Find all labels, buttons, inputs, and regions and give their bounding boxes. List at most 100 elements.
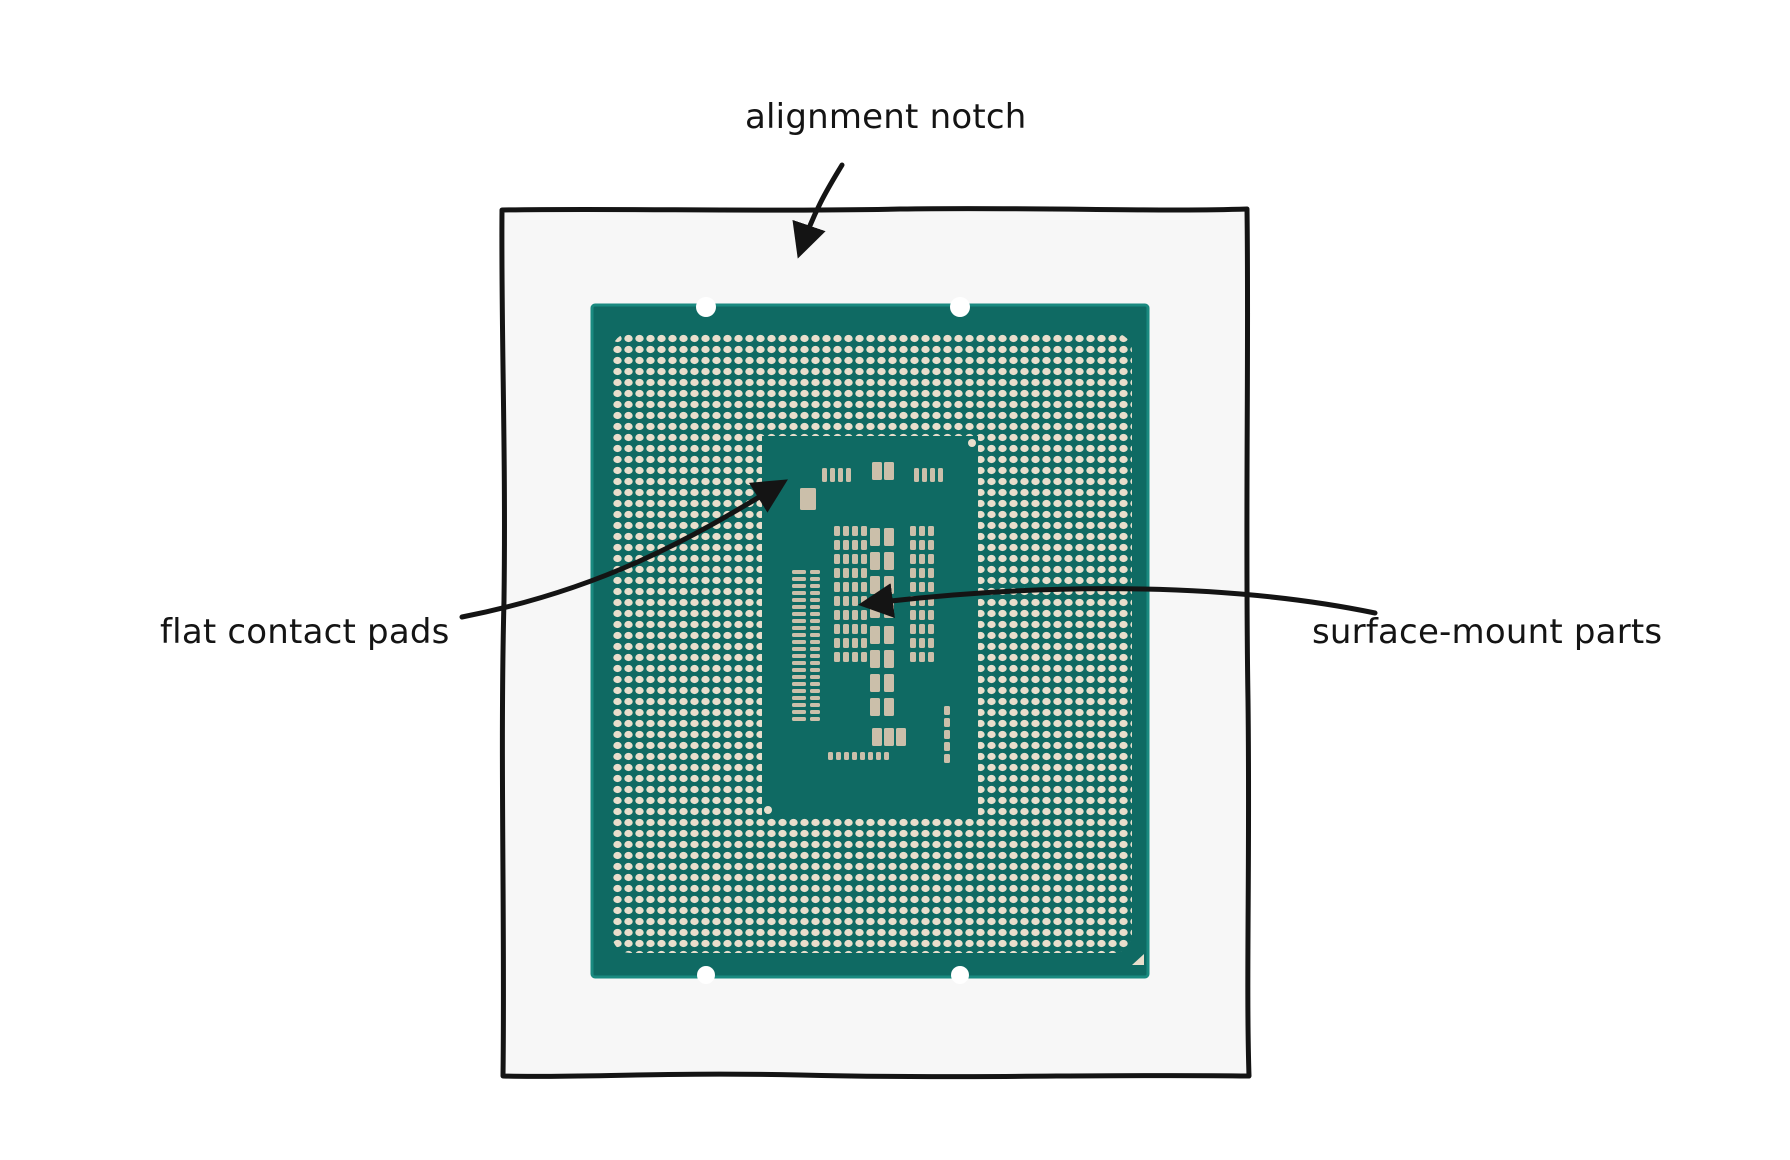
smd-component <box>810 661 820 665</box>
arrow-alignment-notch <box>792 162 845 259</box>
smd-component <box>922 468 927 482</box>
smd-component <box>861 582 867 592</box>
smd-component <box>884 728 894 746</box>
smd-component <box>844 752 849 760</box>
smd-component <box>792 710 806 714</box>
smd-component <box>810 591 820 595</box>
label-surface-mount-parts: surface-mount parts <box>1312 612 1663 652</box>
smd-component <box>834 540 840 550</box>
smd-component <box>810 710 820 714</box>
smd-component <box>834 582 840 592</box>
smd-component <box>944 754 950 763</box>
smd-component <box>944 706 950 715</box>
alignment-notch-right <box>950 297 970 317</box>
smd-component <box>792 689 806 693</box>
smd-component <box>870 650 880 668</box>
smd-component <box>810 689 820 693</box>
alignment-notch-bottom-left <box>697 966 715 984</box>
smd-component <box>852 752 857 760</box>
smd-component <box>919 624 925 634</box>
pin1-marker <box>1132 954 1144 965</box>
smd-component <box>810 626 820 630</box>
smd-component <box>792 703 806 707</box>
smd-component <box>914 468 919 482</box>
smd-component <box>861 568 867 578</box>
smd-component <box>792 640 806 644</box>
smd-component <box>870 552 880 570</box>
smd-component <box>919 568 925 578</box>
smd-component <box>919 652 925 662</box>
smd-component <box>792 626 806 630</box>
alignment-notch-bottom-right <box>951 966 969 984</box>
smd-component <box>810 675 820 679</box>
smd-component <box>910 554 916 564</box>
smd-component <box>810 696 820 700</box>
cavity-dot-top <box>968 439 976 447</box>
smd-component <box>919 540 925 550</box>
smd-component <box>852 540 858 550</box>
smd-component <box>843 554 849 564</box>
smd-component <box>792 661 806 665</box>
smd-component <box>876 752 881 760</box>
smd-component <box>884 752 889 760</box>
smd-component <box>884 674 894 692</box>
smd-component <box>792 633 806 637</box>
smd-component <box>828 752 833 760</box>
smd-component <box>944 718 950 727</box>
smd-component <box>928 568 934 578</box>
smd-component <box>838 468 843 482</box>
smd-component <box>930 468 935 482</box>
smd-component <box>861 652 867 662</box>
smd-component <box>884 650 894 668</box>
alignment-notch-left <box>696 297 716 317</box>
smd-component <box>810 612 820 616</box>
smd-component <box>846 468 851 482</box>
smd-component <box>884 462 894 480</box>
smd-component <box>810 703 820 707</box>
smd-component <box>928 638 934 648</box>
smd-component <box>843 568 849 578</box>
smd-component <box>852 596 858 606</box>
label-alignment-notch: alignment notch <box>745 97 1027 137</box>
smd-component <box>861 638 867 648</box>
smd-component <box>792 682 806 686</box>
smd-component <box>810 633 820 637</box>
smd-component <box>834 652 840 662</box>
smd-component <box>843 596 849 606</box>
smd-component <box>792 577 806 581</box>
smd-component <box>861 610 867 620</box>
smd-component <box>919 526 925 536</box>
smd-component <box>870 674 880 692</box>
smd-component <box>852 652 858 662</box>
smd-component <box>910 610 916 620</box>
smd-component <box>861 540 867 550</box>
smd-component <box>810 647 820 651</box>
smd-component <box>910 638 916 648</box>
smd-component <box>852 582 858 592</box>
smd-component <box>928 582 934 592</box>
smd-component <box>928 526 934 536</box>
smd-component <box>861 554 867 564</box>
smd-component <box>792 612 806 616</box>
smd-component <box>944 730 950 739</box>
smd-component <box>810 598 820 602</box>
cavity-dot-bottom <box>764 806 772 814</box>
smd-component <box>834 610 840 620</box>
smd-component <box>884 552 894 570</box>
smd-component <box>870 528 880 546</box>
smd-component <box>792 605 806 609</box>
cpu-chip <box>590 297 1150 984</box>
smd-component <box>834 526 840 536</box>
smd-component <box>843 638 849 648</box>
smd-component <box>792 668 806 672</box>
arrow-flat-contact-pads <box>459 479 788 620</box>
smd-component <box>810 682 820 686</box>
smd-component <box>830 468 835 482</box>
smd-component <box>852 554 858 564</box>
smd-component <box>843 624 849 634</box>
smd-component <box>852 624 858 634</box>
smd-component <box>843 540 849 550</box>
smd-component <box>834 624 840 634</box>
smd-component <box>792 717 806 721</box>
